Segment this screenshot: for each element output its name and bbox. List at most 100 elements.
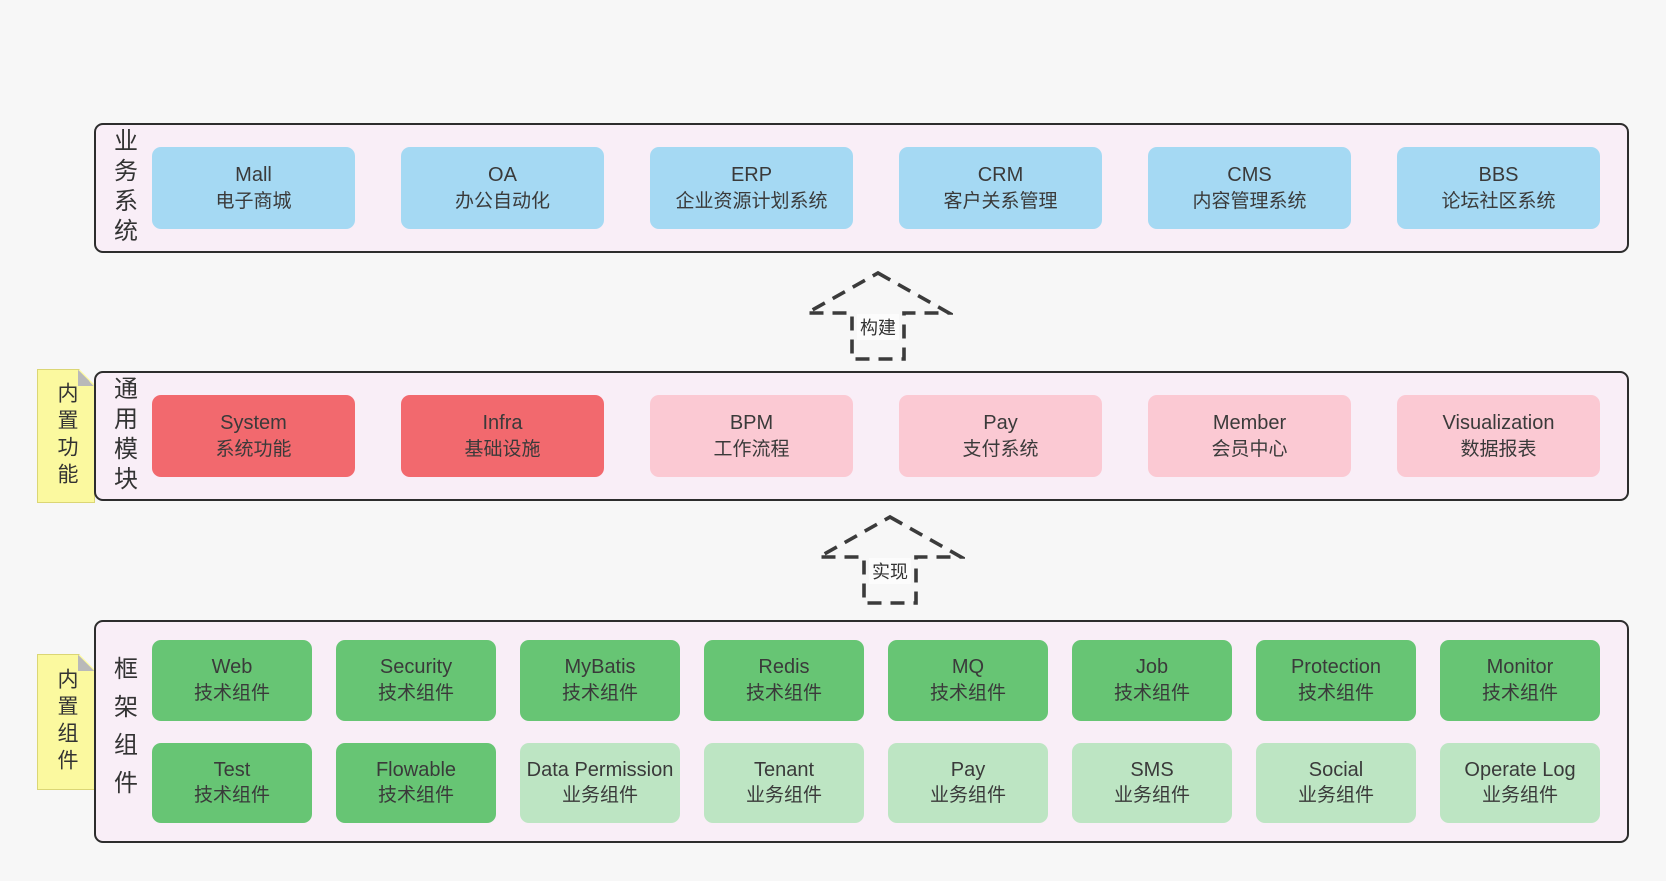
box-subtitle: 内容管理系统: [1192, 190, 1307, 212]
box-subtitle: 业务组件: [1297, 785, 1374, 807]
box-system: System 系统功能: [152, 395, 355, 477]
box-title: CMS: [1227, 163, 1272, 186]
sticky-note-builtin-features: 内置功能: [37, 369, 95, 503]
components-box-grid: Web 技术组件 Security 技术组件 MyBatis 技术组件 Redi…: [150, 622, 1627, 841]
box-pay-system: Pay 支付系统: [899, 395, 1102, 477]
box-title: CRM: [977, 163, 1024, 186]
box-job: Job 技术组件: [1072, 640, 1232, 721]
box-test: Test 技术组件: [152, 742, 312, 823]
box-sms: SMS 业务组件: [1072, 742, 1232, 823]
box-subtitle: 技术组件: [193, 682, 270, 704]
box-title: Member: [1212, 411, 1287, 434]
box-title: Redis: [758, 656, 810, 679]
box-subtitle: 支付系统: [962, 438, 1039, 460]
band-business-systems: 业务系统 Mall 电子商城 OA 办公自动化 ERP 企业资源计划系统 CRM…: [94, 123, 1629, 253]
arrow-build: 构建: [803, 270, 953, 362]
band-label-common-modules: 通用模块: [109, 376, 137, 496]
box-subtitle: 技术组件: [1297, 682, 1374, 704]
box-subtitle: 企业资源计划系统: [675, 190, 828, 212]
box-title: System: [220, 411, 287, 434]
box-subtitle: 技术组件: [745, 682, 822, 704]
sticky-note-builtin-components: 内置组件: [37, 654, 95, 790]
box-title: Test: [213, 758, 251, 781]
box-operate-log: Operate Log 业务组件: [1440, 742, 1600, 823]
box-title: OA: [488, 163, 517, 186]
box-security: Security 技术组件: [336, 640, 496, 721]
box-title: Data Permission: [526, 758, 674, 781]
box-title: Social: [1308, 758, 1364, 781]
box-subtitle: 技术组件: [561, 682, 638, 704]
arrow-implement: 实现: [815, 514, 965, 606]
box-web: Web 技术组件: [152, 640, 312, 721]
arrow-build-label: 构建: [857, 314, 899, 340]
up-arrow-dashed-icon: [803, 270, 953, 361]
box-visualization: Visualization 数据报表: [1397, 395, 1600, 477]
box-subtitle: 基础设施: [464, 438, 541, 460]
box-monitor: Monitor 技术组件: [1440, 640, 1600, 721]
box-title: Pay: [950, 758, 986, 781]
arrow-implement-label: 实现: [869, 558, 911, 584]
box-subtitle: 技术组件: [929, 682, 1006, 704]
box-title: Security: [379, 656, 453, 679]
box-mq: MQ 技术组件: [888, 640, 1048, 721]
box-subtitle: 办公自动化: [454, 190, 550, 212]
box-pay-component: Pay 业务组件: [888, 742, 1048, 823]
box-title: Operate Log: [1464, 758, 1576, 781]
box-erp: ERP 企业资源计划系统: [650, 147, 853, 229]
box-subtitle: 电子商城: [215, 190, 292, 212]
band-label-framework-components: 框架组件: [109, 655, 137, 808]
box-title: Monitor: [1486, 656, 1554, 679]
band-label-business-systems: 业务系统: [109, 128, 137, 248]
box-title: Protection: [1290, 656, 1382, 679]
box-infra: Infra 基础设施: [401, 395, 604, 477]
box-cms: CMS 内容管理系统: [1148, 147, 1351, 229]
sticky-note-label: 内置功能: [55, 382, 78, 490]
box-title: Job: [1135, 656, 1169, 679]
box-title: Pay: [983, 411, 1018, 434]
modules-box-row: System 系统功能 Infra 基础设施 BPM 工作流程 Pay 支付系统…: [150, 373, 1627, 499]
box-bbs: BBS 论坛社区系统: [1397, 147, 1600, 229]
box-mall: Mall 电子商城: [152, 147, 355, 229]
box-subtitle: 技术组件: [1481, 682, 1558, 704]
box-subtitle: 技术组件: [1113, 682, 1190, 704]
box-subtitle: 业务组件: [745, 785, 822, 807]
box-subtitle: 客户关系管理: [943, 190, 1058, 212]
box-crm: CRM 客户关系管理: [899, 147, 1102, 229]
box-mybatis: MyBatis 技术组件: [520, 640, 680, 721]
box-title: Tenant: [753, 758, 815, 781]
box-subtitle: 技术组件: [377, 785, 454, 807]
box-subtitle: 工作流程: [713, 438, 790, 460]
box-title: SMS: [1130, 758, 1174, 781]
box-redis: Redis 技术组件: [704, 640, 864, 721]
business-box-row: Mall 电子商城 OA 办公自动化 ERP 企业资源计划系统 CRM 客户关系…: [150, 125, 1627, 251]
box-subtitle: 论坛社区系统: [1441, 190, 1556, 212]
box-title: Mall: [235, 163, 272, 186]
box-subtitle: 技术组件: [377, 682, 454, 704]
band-framework-components: 框架组件 Web 技术组件 Security 技术组件 MyBatis 技术组件…: [94, 620, 1629, 843]
box-title: Infra: [482, 411, 523, 434]
box-bpm: BPM 工作流程: [650, 395, 853, 477]
box-title: ERP: [730, 163, 773, 186]
box-title: MyBatis: [564, 656, 636, 679]
box-tenant: Tenant 业务组件: [704, 742, 864, 823]
box-social: Social 业务组件: [1256, 742, 1416, 823]
box-member: Member 会员中心: [1148, 395, 1351, 477]
box-title: Web: [211, 656, 253, 679]
box-subtitle: 业务组件: [1481, 785, 1558, 807]
box-data-permission: Data Permission 业务组件: [520, 742, 680, 823]
box-subtitle: 业务组件: [929, 785, 1006, 807]
box-subtitle: 技术组件: [193, 785, 270, 807]
box-subtitle: 业务组件: [561, 785, 638, 807]
up-arrow-dashed-icon: [815, 514, 965, 605]
box-title: MQ: [951, 656, 985, 679]
band-common-modules: 通用模块 System 系统功能 Infra 基础设施 BPM 工作流程 Pay…: [94, 371, 1629, 501]
box-subtitle: 业务组件: [1113, 785, 1190, 807]
box-flowable: Flowable 技术组件: [336, 742, 496, 823]
sticky-note-label: 内置组件: [55, 668, 78, 776]
box-subtitle: 会员中心: [1211, 438, 1288, 460]
box-oa: OA 办公自动化: [401, 147, 604, 229]
box-title: BPM: [729, 411, 774, 434]
box-subtitle: 系统功能: [215, 438, 292, 460]
box-title: Visualization: [1442, 411, 1555, 434]
